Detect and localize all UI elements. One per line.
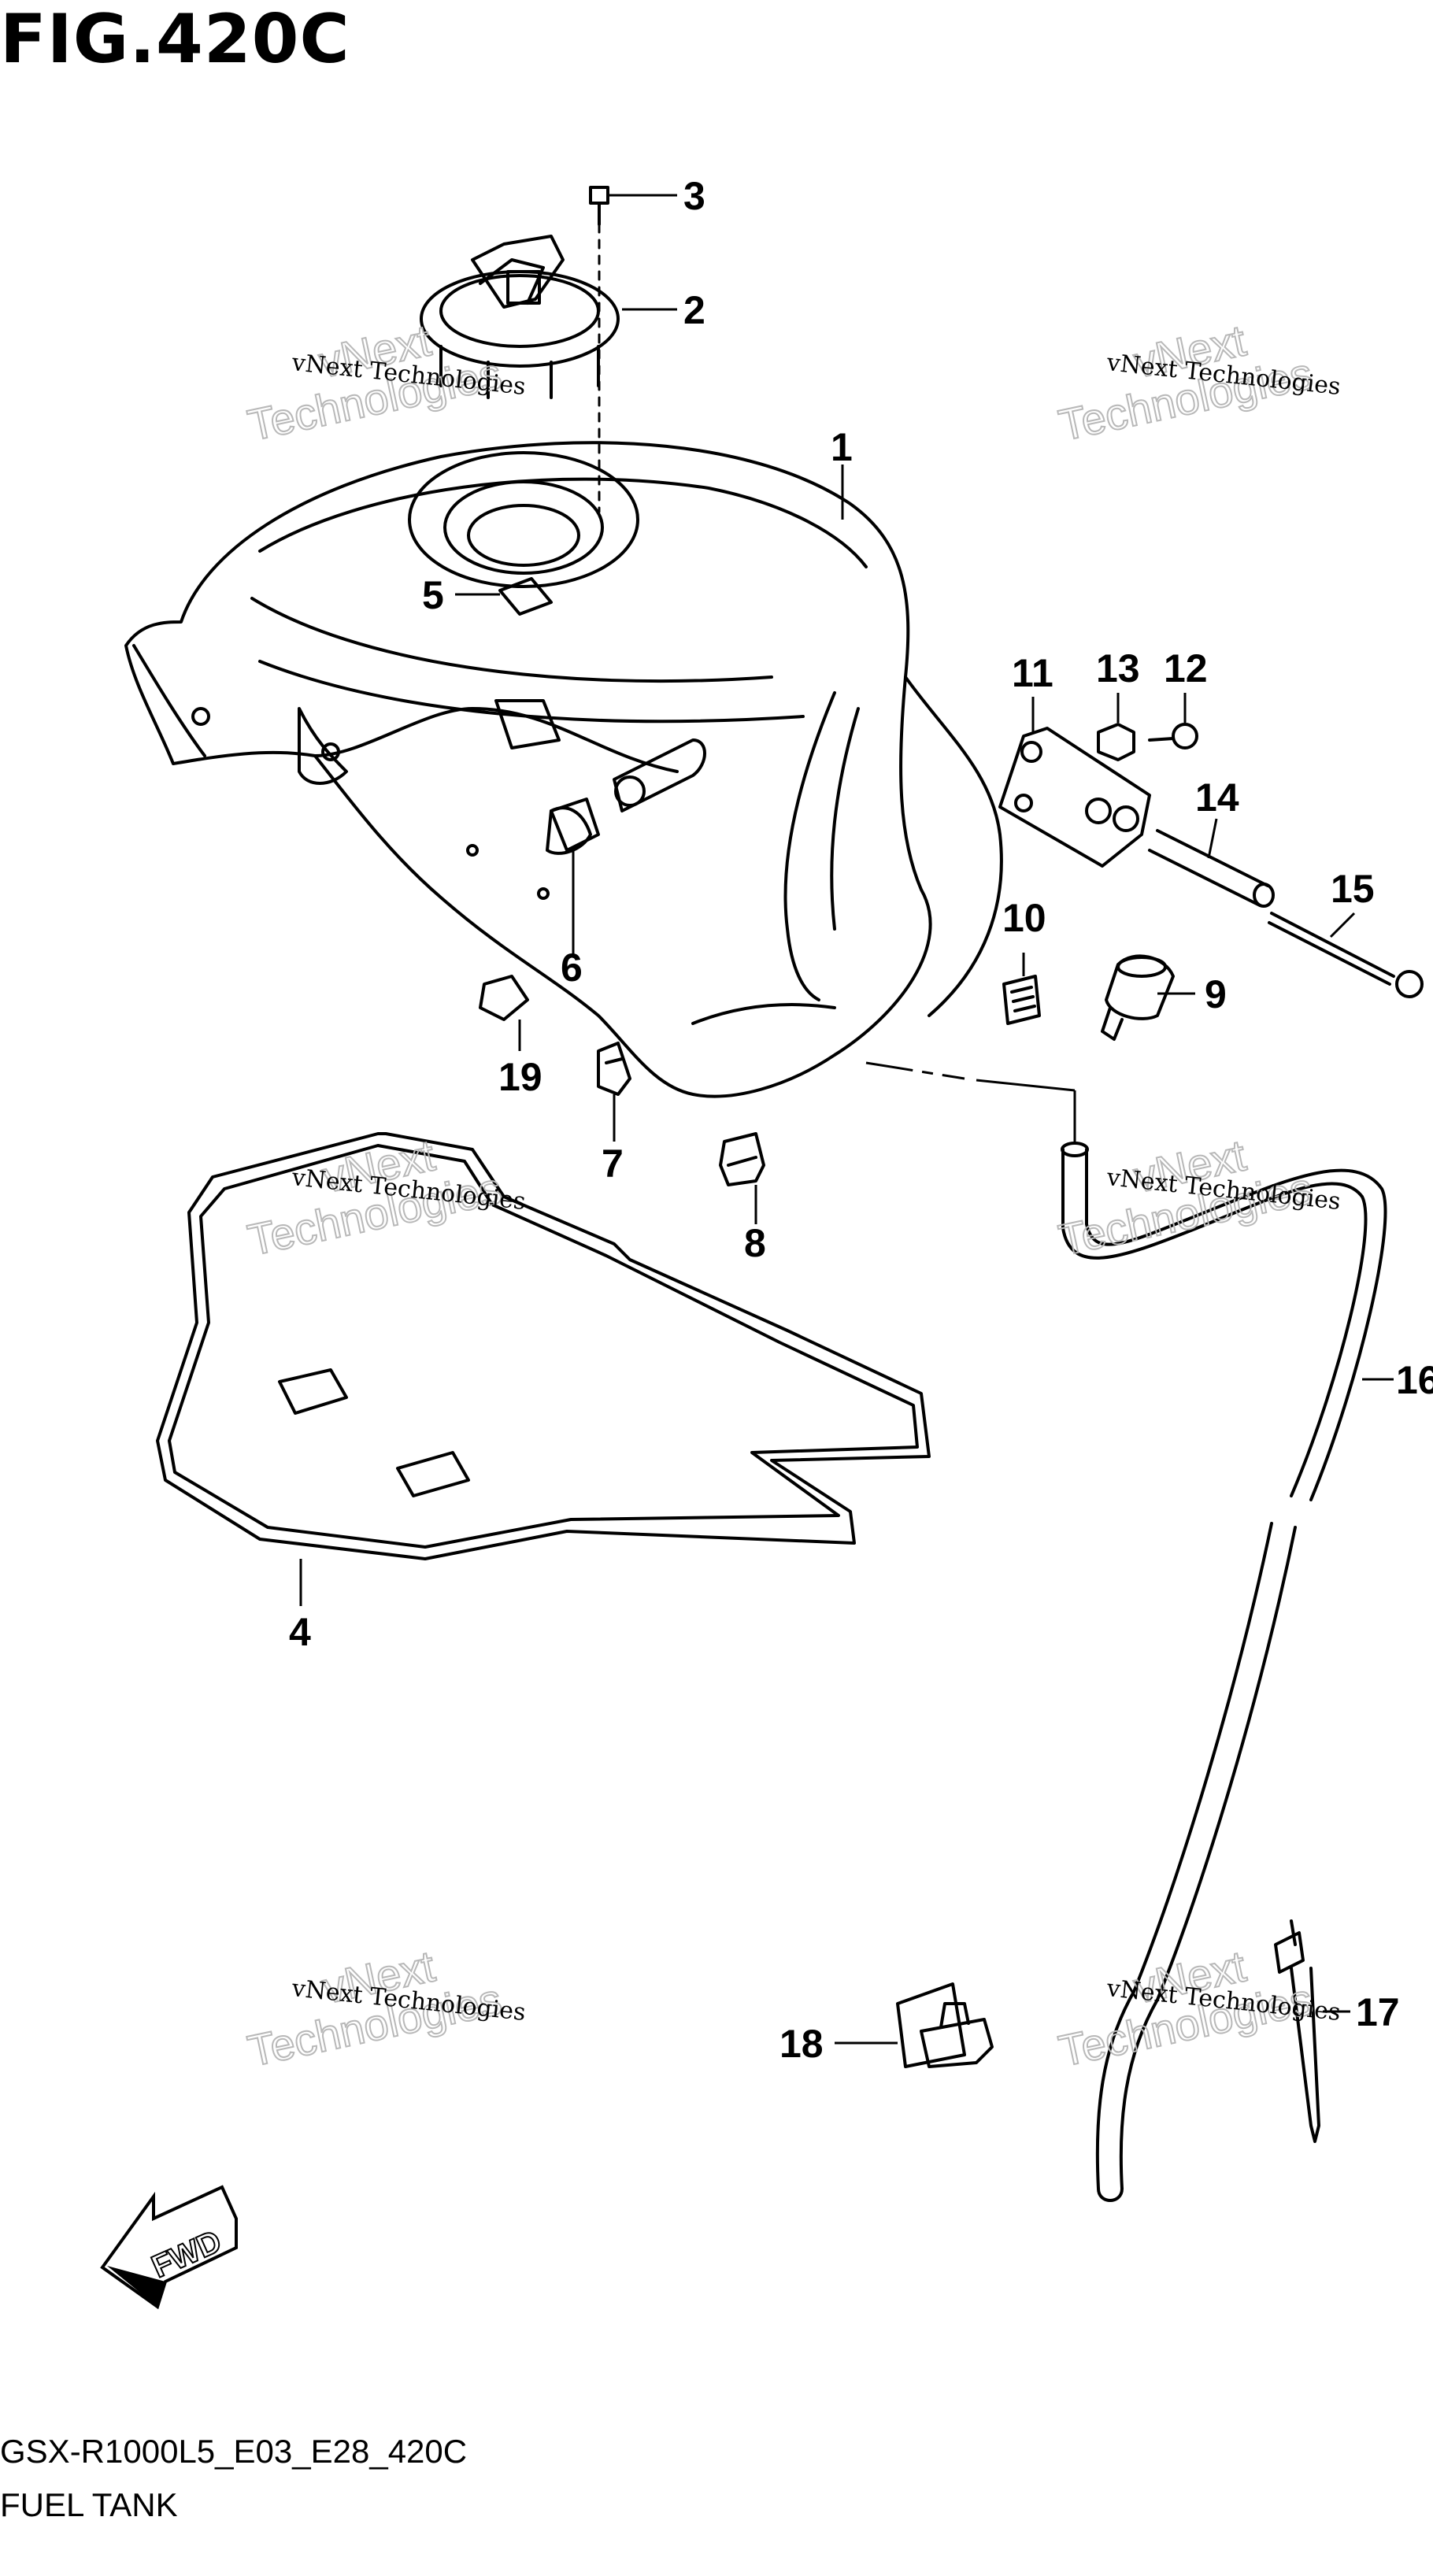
part-16-hose[interactable] — [1061, 1142, 1387, 2202]
callout-13: 13 — [1096, 646, 1140, 690]
watermark-4: Technologies vNext vNext Technologies — [1053, 1129, 1342, 1265]
watermark-3: Technologies vNext vNext Technologies — [243, 1129, 527, 1265]
fwd-arrow-icon: FWD — [100, 2185, 238, 2310]
callout-7: 7 — [602, 1142, 624, 1186]
watermark-1: Technologies vNext vNext Technologies — [243, 314, 527, 450]
figure-title: FIG.420C — [0, 0, 350, 79]
part-10-pad[interactable] — [1002, 975, 1041, 1025]
part-6-cushion[interactable] — [550, 798, 600, 852]
part-7-clip[interactable] — [597, 1042, 631, 1096]
figure-code: GSX-R1000L5_E03_E28_420C — [0, 2433, 468, 2470]
callout-4: 4 — [289, 1610, 311, 1654]
callout-3: 3 — [683, 174, 705, 218]
part-4-insulator[interactable] — [156, 1132, 931, 1560]
part-9-valve[interactable] — [1101, 954, 1175, 1041]
callout-2: 2 — [683, 288, 705, 332]
part-11-bracket[interactable] — [998, 727, 1151, 868]
callout-19: 19 — [498, 1055, 542, 1099]
part-17-cable-tie[interactable] — [1274, 1919, 1320, 2143]
part-13-nut[interactable] — [1097, 723, 1135, 761]
watermark-2: Technologies vNext vNext Technologies — [1053, 314, 1342, 450]
callout-12: 12 — [1164, 646, 1208, 690]
part-8-grommet[interactable] — [719, 1132, 765, 1186]
callout-16: 16 — [1396, 1358, 1433, 1402]
part-14-collar[interactable] — [1148, 829, 1275, 908]
callout-14: 14 — [1195, 775, 1239, 820]
part-12-bolt[interactable] — [1148, 723, 1198, 749]
callout-11: 11 — [1012, 651, 1053, 695]
callout-8: 8 — [744, 1221, 766, 1265]
callout-1: 1 — [831, 425, 853, 469]
callout-10: 10 — [1002, 896, 1046, 940]
part-1-fuel-tank[interactable] — [124, 441, 1003, 1098]
callouts: 1 2 3 4 5 6 7 8 9 10 11 12 13 14 15 16 1… — [289, 174, 1433, 2066]
callout-6: 6 — [561, 946, 583, 990]
watermark-5: Technologies vNext vNext Technologies — [243, 1940, 527, 2076]
figure-name: FUEL TANK — [0, 2486, 178, 2523]
part-15-bolt[interactable] — [1268, 912, 1424, 998]
leader-lines — [299, 194, 1394, 2045]
callout-9: 9 — [1205, 972, 1227, 1016]
part-18-clamp[interactable] — [896, 1982, 994, 2068]
callout-18: 18 — [779, 2022, 824, 2066]
part-2-fuel-cap[interactable] — [420, 235, 620, 399]
watermarks: Technologies vNext vNext Technologies Te… — [243, 314, 1342, 2076]
callout-17: 17 — [1356, 1990, 1400, 2034]
part-19-pad[interactable] — [479, 975, 529, 1021]
callout-15: 15 — [1331, 867, 1375, 911]
callout-5: 5 — [422, 573, 444, 617]
part-5-label[interactable] — [498, 577, 553, 616]
